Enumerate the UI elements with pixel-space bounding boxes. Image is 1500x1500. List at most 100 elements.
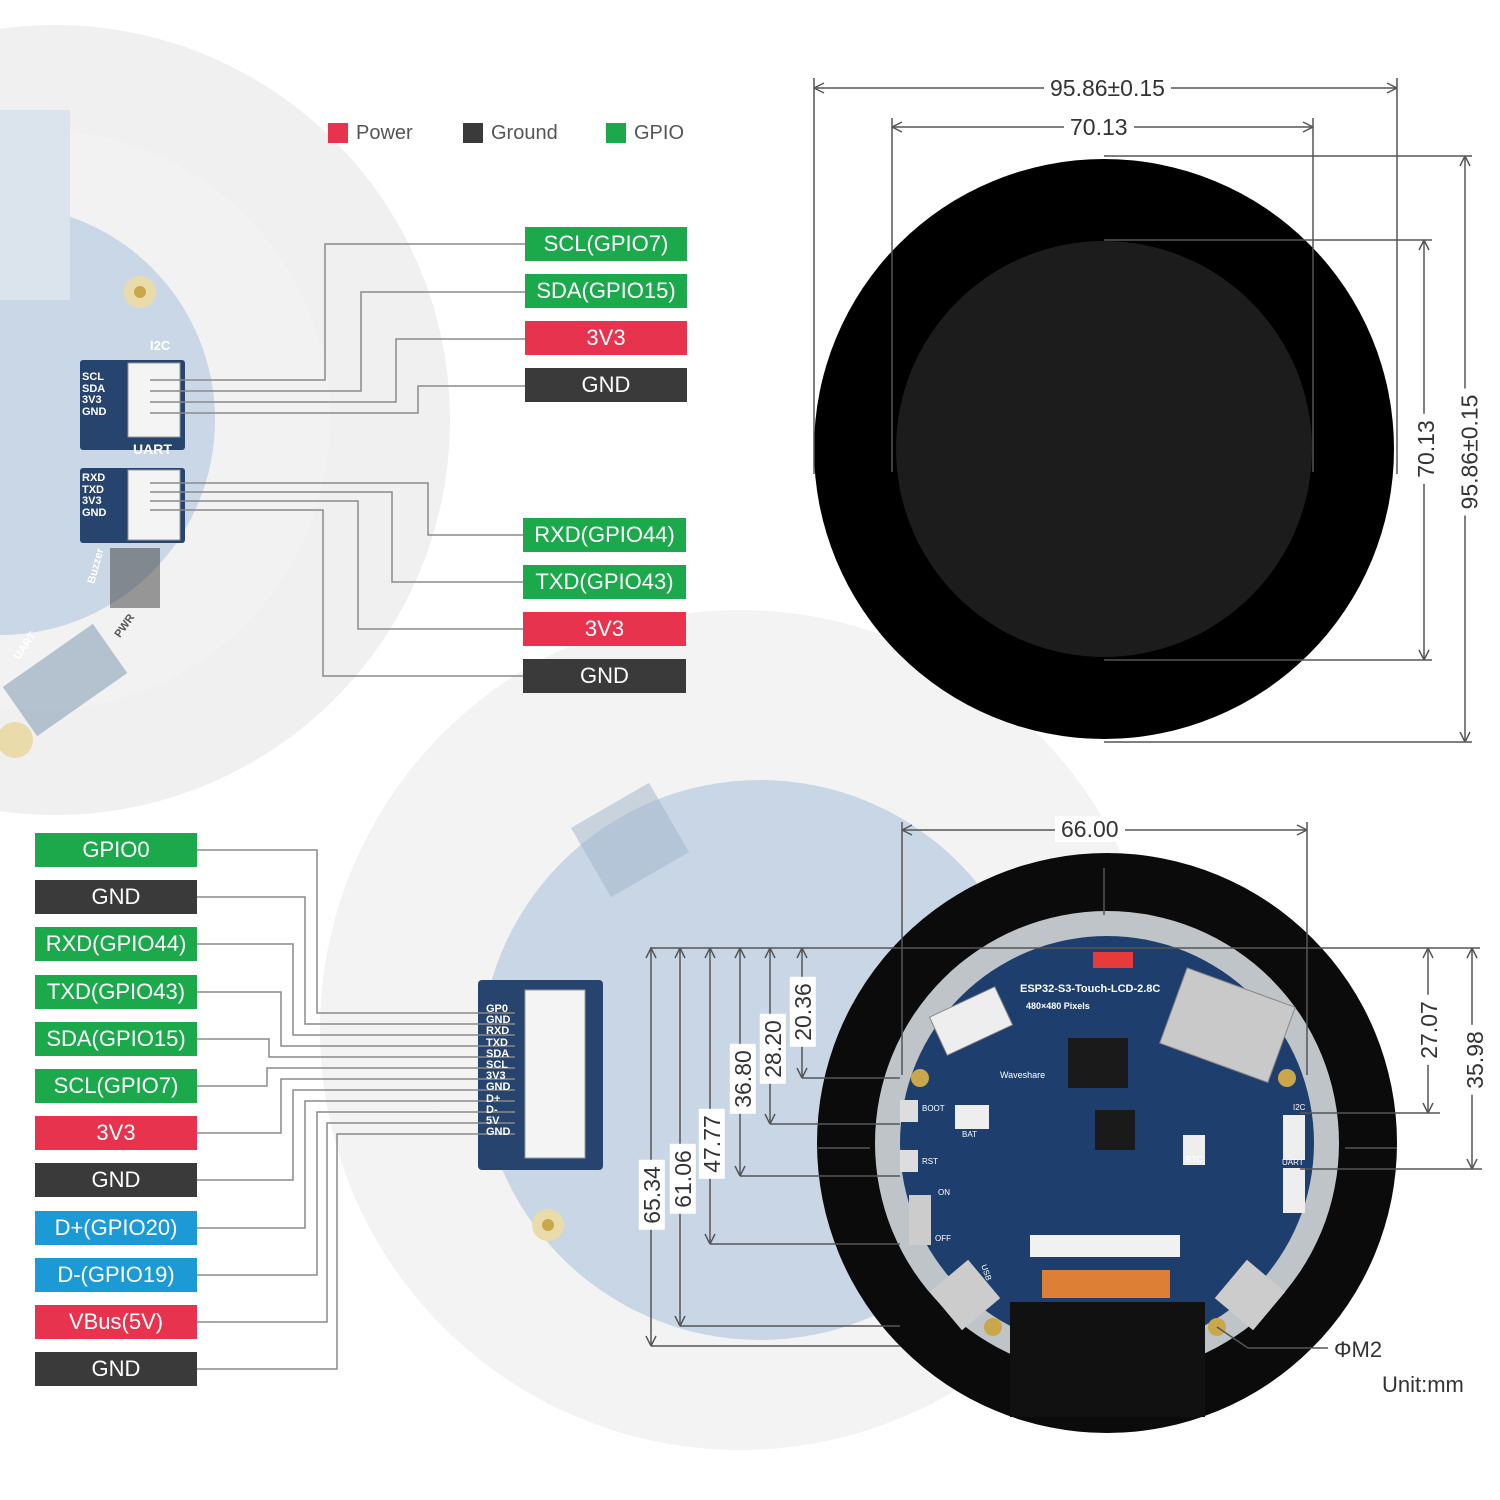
silk-i2c-header: I2C <box>150 338 171 353</box>
leader-line <box>197 943 515 1036</box>
dimension-line <box>1466 1158 1473 1170</box>
front-display <box>814 159 1394 739</box>
dimension-line <box>1302 121 1314 128</box>
dimension-line <box>1471 1158 1478 1170</box>
pin-label: TXD(GPIO43) <box>35 975 197 1009</box>
dimension-line <box>801 1067 808 1079</box>
pin-label: D-(GPIO19) <box>35 1258 197 1292</box>
silk-pin-label: 5V <box>486 1115 500 1127</box>
pin-label: SDA(GPIO15) <box>35 1022 197 1056</box>
dimension-line <box>1216 1326 1249 1349</box>
pin-label: GND <box>525 368 687 402</box>
dimension-line <box>1422 947 1429 959</box>
back-board-width: 66.00 <box>1055 816 1125 842</box>
silk-pin-label: RXD <box>82 472 106 484</box>
silk-pin-label: 3V3 <box>82 394 102 406</box>
silk-off: OFF <box>935 1234 951 1243</box>
legend-swatch <box>328 123 348 143</box>
front-active-height: 70.13 <box>1412 414 1439 484</box>
dimension-line <box>1464 155 1471 167</box>
pin-label: GND <box>35 1352 197 1386</box>
pin-label: 3V3 <box>523 612 686 646</box>
legend-ground: Ground <box>463 121 558 145</box>
dimension-line <box>679 947 686 959</box>
dim-hole2-offset: 61.06 <box>669 1144 696 1214</box>
dimension-line <box>674 947 681 959</box>
silk-pin-label: 3V3 <box>82 495 102 507</box>
leader-line <box>150 243 525 381</box>
leader-line <box>150 509 523 677</box>
pin-label: TXD(GPIO43) <box>523 565 686 599</box>
leader-line <box>150 291 525 392</box>
silk-pin-label: RXD <box>486 1025 510 1038</box>
dimension-line <box>1427 947 1434 959</box>
dimension-line <box>813 82 825 89</box>
leader-line <box>197 1100 515 1229</box>
silk-back-uart: UART <box>1282 1158 1304 1167</box>
dim-boot-offset: 28.20 <box>759 1014 786 1084</box>
dim-bottom-offset: 65.34 <box>638 1160 665 1230</box>
silk-rtc: RTC <box>1186 1155 1203 1164</box>
legend-label: Power <box>356 121 413 144</box>
silk-pin-label: SCL <box>82 371 104 383</box>
silk-pin-label: GND <box>486 1081 511 1094</box>
leader-line <box>197 1122 515 1323</box>
dimension-line <box>764 947 771 959</box>
leader-line <box>150 482 523 536</box>
brand-label: Waveshare <box>1000 1070 1046 1080</box>
leader-line <box>150 500 523 630</box>
silk-pin-label: SDA <box>486 1047 510 1060</box>
pin-label: GND <box>35 1163 197 1197</box>
silk-pin-label: GP0 <box>486 1003 509 1015</box>
dimension-line <box>891 121 903 128</box>
dimension-line <box>1296 824 1308 831</box>
legend-power: Power <box>328 121 413 145</box>
silk-pin-label: GND <box>82 405 107 418</box>
dimension-line <box>769 947 776 959</box>
legend-label: Ground <box>491 121 558 144</box>
pin-label: GND <box>35 880 197 914</box>
dimension-line <box>734 947 741 959</box>
leader-line <box>197 1067 515 1087</box>
pin-label: GND <box>523 659 686 693</box>
dimension-line <box>704 947 711 959</box>
silk-bat: BAT <box>962 1130 977 1139</box>
dim-i2c-offset: 27.07 <box>1415 995 1442 1065</box>
silk-pin-label: TXD <box>82 483 104 496</box>
dimension-line <box>769 1113 776 1125</box>
product-name: ESP32-S3-Touch-LCD-2.8C <box>1020 983 1161 995</box>
dimension-line <box>1386 87 1398 94</box>
front-outer-height: 95.86±0.15 <box>1456 388 1483 516</box>
leader-line <box>197 896 515 1025</box>
silk-pin-label: GND <box>486 1126 511 1139</box>
dimension-line <box>1296 829 1308 836</box>
resolution-label: 480×480 Pixels <box>1026 1001 1090 1011</box>
dimension-line <box>901 829 913 836</box>
silk-pin-label: SCL <box>486 1059 508 1071</box>
dimension-line <box>734 1165 741 1177</box>
dimension-line <box>1418 649 1425 661</box>
dimension-line <box>739 947 746 959</box>
silk-boot: BOOT <box>922 1104 945 1113</box>
unit-label: Unit:mm <box>1382 1372 1464 1397</box>
pin-label: RXD(GPIO44) <box>35 927 197 961</box>
silk-pin-label: 3V3 <box>486 1070 506 1083</box>
dim-hole-offset: 20.36 <box>789 977 816 1047</box>
leader-line <box>150 491 523 583</box>
silk-back-i2c: I2C <box>1293 1103 1306 1112</box>
silk-pin-label: GND <box>486 1014 511 1027</box>
dimension-line <box>1459 155 1466 167</box>
pin-label: SCL(GPIO7) <box>525 227 687 261</box>
dimension-line <box>645 1335 652 1347</box>
pin-label: SDA(GPIO15) <box>525 274 687 308</box>
dimension-line <box>709 947 716 959</box>
dimension-line <box>1418 239 1425 251</box>
silk-pin-label: SDA <box>82 382 106 395</box>
silk-pin-label: D+ <box>486 1092 501 1105</box>
pin-leader-lines <box>150 243 525 1370</box>
dimension-line <box>739 1165 746 1177</box>
dimension-line <box>901 824 913 831</box>
dimension-line <box>1422 1102 1429 1114</box>
pin-label: RXD(GPIO44) <box>523 518 686 552</box>
